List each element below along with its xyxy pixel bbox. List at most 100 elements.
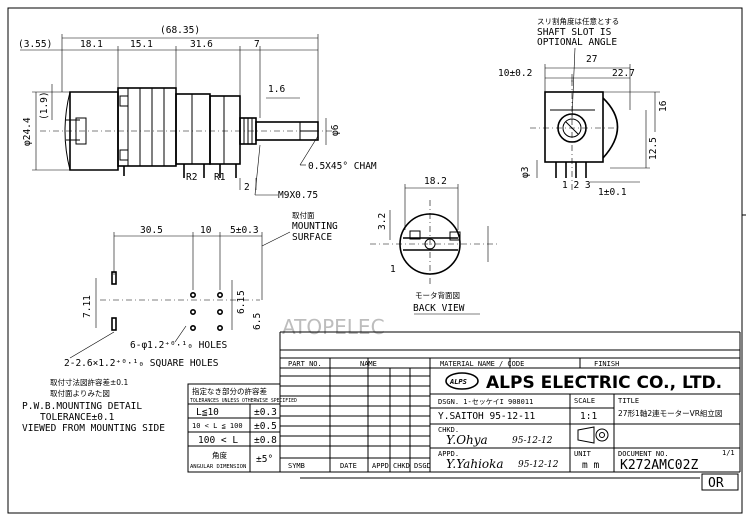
side-view: (68.35) (3.55) 18.1 15.1 31.6 7 φ24.4 (1… — [18, 25, 377, 201]
dim-182: 18.2 — [424, 176, 447, 187]
pins-123: 1 2 3 — [562, 180, 591, 191]
dim-125: 12.5 — [648, 137, 659, 160]
tol-row-3-range: 100 < L — [198, 435, 238, 446]
chkd-signature: Y.Ohya — [446, 433, 488, 447]
dim-32: 3.2 — [377, 213, 388, 230]
docno-value: K272AMC02Z — [620, 458, 698, 473]
label-r2: R2 — [186, 172, 197, 183]
tol-title-en: TOLERANCES UNLESS OTHERWISE SPECIFIED — [190, 398, 297, 404]
scale-label: SCALE — [574, 397, 595, 405]
dim-355: (3.55) — [18, 39, 52, 50]
dim-181: 18.1 — [80, 39, 103, 50]
shaft-note-en-1: SHAFT SLOT IS — [537, 27, 612, 38]
designer: Y.SAITOH 95-12-11 — [438, 411, 536, 422]
label-r1: R1 — [214, 172, 226, 183]
surface-jp: 取付面 — [292, 210, 315, 220]
rev-col-chkd: CHKD — [393, 462, 410, 470]
shaft-note-jp: スリ割角度は任意とする — [537, 16, 619, 26]
note-en-1: P.W.B.MOUNTING DETAIL — [22, 401, 142, 412]
tol-angle-en: ANGULAR DIMENSION — [190, 464, 246, 470]
unit-label: UNIT — [574, 450, 592, 458]
appd-label: APPD. — [438, 450, 459, 458]
projection-symbol — [577, 426, 609, 444]
watermark-text: ATOPELEC — [282, 315, 385, 339]
shaft-note-en-2: OPTIONAL ANGLE — [537, 37, 617, 48]
note-en-2: TOLERANCE±0.1 — [40, 412, 115, 423]
brand-name: ALPS ELECTRIC CO., LTD. — [486, 373, 722, 393]
front-view: スリ割角度は任意とする SHAFT SLOT IS OPTIONAL ANGLE… — [498, 16, 669, 198]
chkd-date: 95-12-12 — [512, 436, 553, 446]
rev-col-symb: SYMB — [288, 462, 305, 470]
mounting-detail: 取付面 MOUNTING SURFACE 30.5 10 5±0.3 7.11 … — [64, 210, 338, 369]
drawing-frame — [7, 7, 743, 514]
note-jp-1: 取付寸法図許容差±0.1 — [50, 377, 128, 387]
title-label: TITLE — [618, 397, 639, 405]
hdr-material: MATERIAL NAME / CODE — [440, 360, 524, 368]
dim-305: 30.5 — [140, 225, 163, 236]
alps-logo-text: ALPS — [449, 378, 467, 386]
dim-5-vert: 5 — [236, 290, 247, 296]
dim-phi-244: φ24.4 — [22, 117, 33, 146]
dim-227: 22.7 — [612, 68, 635, 79]
tol-angle-jp: 角度 — [212, 450, 227, 460]
tol-row-1-range: L≦10 — [196, 407, 219, 418]
dim-151: 15.1 — [130, 39, 153, 50]
dim-65: 6.5 — [252, 313, 263, 330]
tol-title-jp: 指定なき部分の許容差 — [192, 386, 267, 396]
rev-col-appd: APPD — [372, 462, 389, 470]
dim-61: 6.1 — [236, 297, 247, 314]
dim-19: (1.9) — [39, 91, 50, 120]
dim-10-mount: 10 — [200, 225, 212, 236]
thread-label: M9X0.75 — [278, 190, 318, 201]
motor-back-view: 18.2 3.2 1 モータ背面図 BACK VIEW — [370, 176, 500, 315]
square-holes-label: 2-2.6×1.2⁺⁰·¹₀ SQUARE HOLES — [64, 358, 219, 369]
dim-10-02: 10±0.2 — [498, 68, 532, 79]
dim-phi-6: φ6 — [330, 124, 341, 136]
tol-row-1-tol: ±0.3 — [254, 407, 277, 418]
dim-phi-3: φ3 — [520, 167, 531, 178]
dim-2: 2 — [244, 182, 250, 193]
dim-711: 7.11 — [82, 295, 93, 318]
rev-col-dsgd: DSGD — [414, 462, 431, 470]
motor-label-en: BACK VIEW — [413, 303, 465, 314]
chkd-label: CHKD. — [438, 426, 459, 434]
rev-col-date: DATE — [340, 462, 357, 470]
dim-16: 1.6 — [268, 84, 285, 95]
tol-angle-value: ±5° — [256, 454, 273, 465]
or-box: OR — [708, 476, 724, 491]
dim-overall-length: (68.35) — [160, 25, 200, 36]
hdr-name: NAME — [360, 360, 377, 368]
scale-value: 1:1 — [580, 411, 597, 422]
alps-logo — [445, 372, 479, 390]
dim-1-motor: 1 — [390, 264, 396, 275]
tolerance-table: 指定なき部分の許容差 TOLERANCES UNLESS OTHERWISE S… — [187, 383, 297, 473]
mounting-notes: 取付寸法図許容差±0.1 取付面よりみた図 P.W.B.MOUNTING DET… — [22, 377, 165, 434]
docno-label: DOCUMENT NO. — [618, 450, 669, 458]
motor-label-jp: モータ背面図 — [415, 290, 460, 300]
dim-27: 27 — [586, 54, 597, 65]
dim-5-03: 5±0.3 — [230, 225, 259, 236]
holes-label: 6-φ1.2⁺⁰·¹₀ HOLES — [130, 340, 228, 351]
tol-row-3-tol: ±0.8 — [254, 435, 277, 446]
hdr-part-no: PART NO. — [288, 360, 322, 368]
unit-value: m m — [582, 460, 599, 471]
hdr-finish: FINISH — [594, 360, 619, 368]
chamfer-label: 0.5X45° CHAM — [308, 161, 377, 172]
dim-1-01: 1±0.1 — [598, 187, 627, 198]
tol-row-2-range: 10 < L ≦ 100 — [192, 422, 243, 430]
note-en-3: VIEWED FROM MOUNTING SIDE — [22, 423, 165, 434]
appd-signature: Y.Yahioka — [446, 457, 504, 471]
title-block: PART NO. NAME MATERIAL NAME / CODE FINIS… — [279, 331, 741, 491]
note-jp-2: 取付面よりみた図 — [50, 388, 110, 398]
dsgn-label: DSGN. 1-セッケイI 908011 — [438, 398, 533, 406]
dim-316: 31.6 — [190, 39, 213, 50]
title-value: 27形1軸2連モーターVR組立図 — [618, 408, 722, 418]
dim-16-vert: 16 — [658, 100, 669, 112]
tol-row-2-tol: ±0.5 — [254, 421, 277, 432]
surface-label-1: MOUNTING — [292, 221, 338, 232]
surface-label-2: SURFACE — [292, 232, 332, 243]
dim-7: 7 — [254, 39, 260, 50]
appd-date: 95-12-12 — [518, 460, 559, 470]
sheet-no: 1/1 — [722, 449, 735, 457]
